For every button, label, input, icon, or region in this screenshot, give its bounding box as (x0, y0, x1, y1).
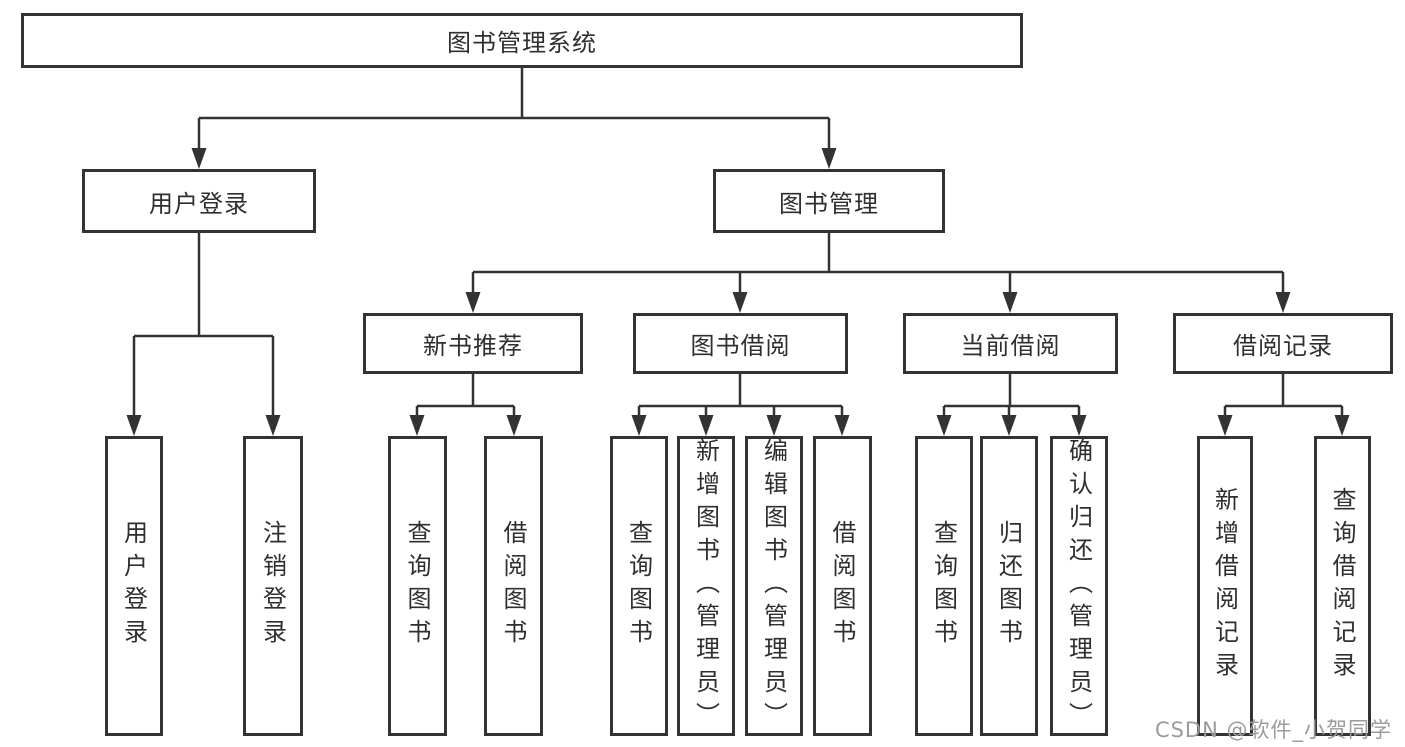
leaf-borrow-add-books-admin: 新增图书（管理员） (677, 436, 735, 736)
leaf-current-confirm-return-admin-label: 确认归还（管理员） (1064, 437, 1093, 735)
leaf-records-add-record-label: 新增借阅记录 (1210, 487, 1239, 685)
edge-newrec-to-children (417, 374, 514, 408)
edge-records-to-children (1225, 374, 1342, 408)
leaf-logout-login-label: 注销登录 (258, 520, 287, 652)
node-current-borrow: 当前借阅 (903, 313, 1118, 374)
leaf-borrow-add-books-admin-label: 新增图书（管理员） (691, 437, 720, 735)
leaf-records-query-record: 查询借阅记录 (1314, 436, 1371, 736)
leaf-user-login-label: 用户登录 (119, 520, 148, 652)
node-new-book-recommend: 新书推荐 (363, 313, 583, 374)
edge-root-to-level2 (199, 68, 829, 120)
leaf-newrec-borrow-books-label: 借阅图书 (499, 520, 527, 652)
leaf-newrec-query-books-label: 查询图书 (403, 520, 431, 652)
watermark: CSDN @软件_小贺同学 (1154, 718, 1392, 742)
arrow-stems (132, 118, 1344, 420)
edge-curborrow-to-children (944, 374, 1079, 408)
leaf-records-query-record-label: 查询借阅记录 (1328, 487, 1356, 685)
node-user-login: 用户登录 (82, 169, 316, 233)
leaf-records-add-record: 新增借阅记录 (1197, 436, 1253, 736)
edge-bookmgmt-to-level3 (473, 233, 1283, 274)
leaf-borrow-borrow-books: 借阅图书 (813, 436, 872, 736)
node-borrow-records: 借阅记录 (1173, 313, 1393, 374)
arrowheads (126, 148, 1350, 436)
node-book-management: 图书管理 (713, 169, 945, 233)
leaf-borrow-query-books-label: 查询图书 (624, 520, 653, 652)
leaf-current-return-books: 归还图书 (980, 436, 1038, 736)
leaf-newrec-borrow-books: 借阅图书 (484, 436, 543, 736)
leaf-newrec-query-books: 查询图书 (388, 436, 447, 736)
leaf-current-query-books-label: 查询图书 (929, 520, 958, 652)
leaf-user-login: 用户登录 (105, 436, 163, 736)
leaf-borrow-borrow-books-label: 借阅图书 (828, 520, 856, 652)
node-root: 图书管理系统 (21, 13, 1023, 68)
leaf-borrow-edit-books-admin: 编辑图书（管理员） (745, 436, 803, 736)
edge-userlogin-to-children (134, 233, 273, 338)
leaf-borrow-edit-books-admin-label: 编辑图书（管理员） (759, 437, 788, 735)
edge-bookborrow-to-children (639, 374, 842, 408)
leaf-current-return-books-label: 归还图书 (994, 520, 1023, 652)
leaf-current-query-books: 查询图书 (915, 436, 973, 736)
leaf-logout-login: 注销登录 (243, 436, 303, 736)
leaf-borrow-query-books: 查询图书 (610, 436, 668, 736)
node-book-borrow: 图书借阅 (633, 313, 848, 374)
leaf-current-confirm-return-admin: 确认归还（管理员） (1050, 436, 1108, 736)
